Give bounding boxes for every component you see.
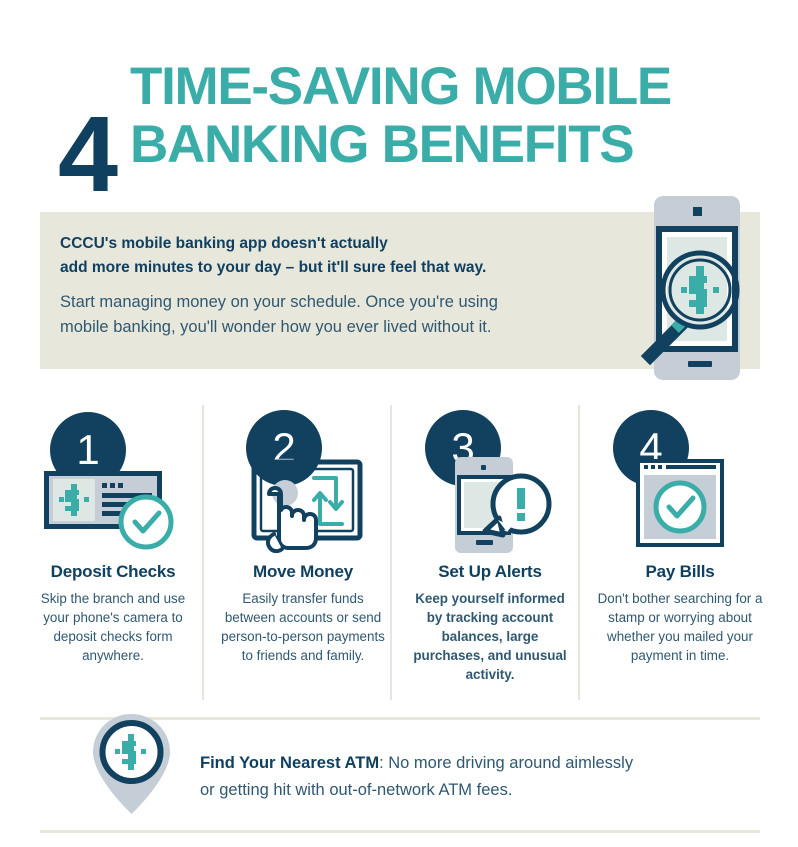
footer-top-divider bbox=[40, 717, 760, 720]
card-divider-3 bbox=[578, 405, 580, 700]
tablet-hand-transfer-icon bbox=[251, 459, 363, 554]
card-title: Pay Bills bbox=[645, 562, 715, 581]
header: 4 TIME-SAVING MOBILE BANKING BENEFITS bbox=[0, 48, 798, 208]
card-artwork: 3 bbox=[395, 400, 585, 560]
card-body: Don't bother searching for a stamp or wo… bbox=[597, 591, 763, 663]
intro-band bbox=[40, 212, 760, 369]
card-body: Keep yourself informed by tracking accou… bbox=[413, 591, 567, 682]
benefit-card-set-up-alerts[interactable]: 3 Set Up Al bbox=[395, 400, 585, 684]
page-title: TIME-SAVING MOBILE BANKING BENEFITS bbox=[130, 58, 790, 174]
card-body: Easily transfer funds between accounts o… bbox=[221, 591, 385, 663]
card-artwork: 2 bbox=[208, 400, 398, 560]
phone-alert-bubble-icon bbox=[455, 457, 552, 553]
atm-callout-line1-rest: No more driving around aimlessly bbox=[388, 754, 634, 772]
atm-callout-separator: : bbox=[379, 754, 389, 772]
intro-paragraph-line2: mobile banking, you'll wonder how you ev… bbox=[60, 318, 492, 336]
card-body: Skip the branch and use your phone's cam… bbox=[40, 591, 186, 663]
atm-callout-line2: or getting hit with out-of-network ATM f… bbox=[200, 781, 513, 799]
footer-bottom-divider bbox=[40, 830, 760, 833]
intro-paragraph: Start managing money on your schedule. O… bbox=[60, 290, 620, 340]
atm-callout-lead: Find Your Nearest ATM bbox=[200, 754, 380, 772]
card-divider-2 bbox=[390, 405, 392, 700]
page-title-number: 4 bbox=[58, 93, 118, 214]
page-title-line2: BANKING BENEFITS bbox=[130, 115, 635, 174]
benefit-card-deposit-checks[interactable]: 1 bbox=[18, 400, 208, 665]
card-title: Move Money bbox=[252, 562, 354, 581]
card-title: Set Up Alerts bbox=[438, 562, 542, 581]
browser-window-check-icon bbox=[636, 459, 724, 547]
intro-headline: CCCU's mobile banking app doesn't actual… bbox=[60, 232, 620, 280]
atm-callout-line1: Find Your Nearest ATM: No more driving a… bbox=[200, 750, 760, 777]
card-divider-1 bbox=[202, 405, 204, 700]
page-title-line1: TIME-SAVING MOBILE bbox=[130, 57, 672, 116]
benefit-card-pay-bills[interactable]: 4 Pay Bills Don't bother searching for a… bbox=[585, 400, 775, 665]
atm-callout-text: Find Your Nearest ATM: No more driving a… bbox=[200, 750, 760, 804]
intro-headline-line2: add more minutes to your day – but it'll… bbox=[60, 259, 487, 276]
card-number-badge: 2 bbox=[246, 410, 322, 486]
check-document-verified-icon bbox=[44, 471, 174, 550]
intro-headline-line1: CCCU's mobile banking app doesn't actual… bbox=[60, 235, 388, 252]
intro-text-block: CCCU's mobile banking app doesn't actual… bbox=[60, 232, 620, 340]
map-pin-dollar-icon bbox=[84, 712, 179, 816]
benefit-cards: 1 bbox=[0, 400, 798, 700]
benefit-card-move-money[interactable]: 2 bbox=[208, 400, 398, 665]
card-title: Deposit Checks bbox=[50, 562, 176, 581]
card-artwork: 1 bbox=[18, 400, 208, 560]
phone-magnifier-dollar-icon bbox=[632, 196, 762, 380]
card-artwork: 4 bbox=[585, 400, 775, 560]
intro-paragraph-line1: Start managing money on your schedule. O… bbox=[60, 293, 498, 311]
